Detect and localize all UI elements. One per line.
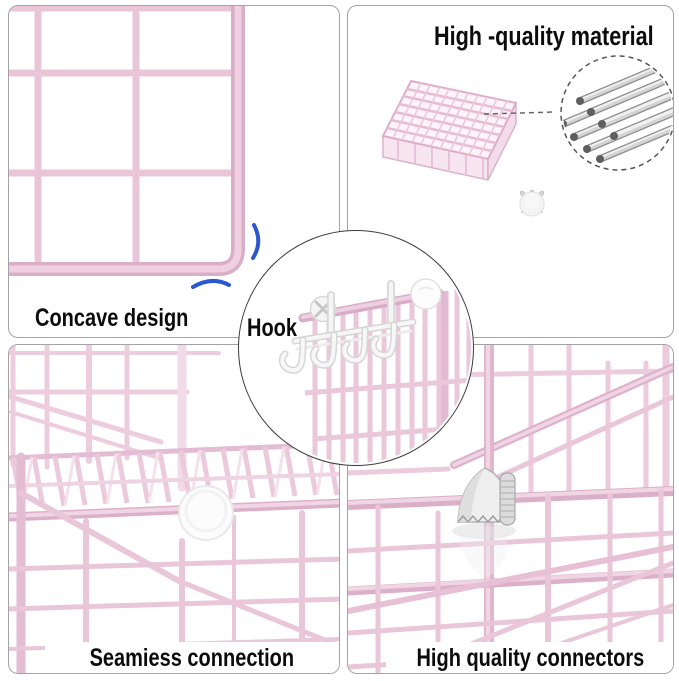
metal-cone-connector <box>452 467 516 578</box>
hook-rack-photo <box>278 278 471 463</box>
seamless-connection-band: Seamiess connection <box>45 642 339 673</box>
connectors-label: High quality connectors <box>416 643 644 672</box>
wire-grid-corner-photo <box>9 6 261 289</box>
panel-connectors: High quality connectors <box>347 344 674 674</box>
connectors-band: High quality connectors <box>386 642 673 673</box>
hook-label: Hook <box>247 314 297 342</box>
seamless-connection-label: Seamiess connection <box>89 643 295 672</box>
white-disc-connector <box>410 278 442 310</box>
hardware-grid <box>518 190 650 322</box>
concave-design-label: Concave design <box>35 304 189 332</box>
panel-concave-design: Concave design <box>8 5 340 338</box>
panel-material: High -quality material <box>347 5 674 338</box>
white-hook-rack <box>278 280 417 374</box>
round-connector-disc <box>178 485 234 541</box>
shelf-and-magnifier-illustration <box>381 55 673 181</box>
dashed-magnifier-circle <box>560 55 673 171</box>
material-title: High -quality material <box>434 21 654 51</box>
blue-emphasis-arcs <box>191 223 261 289</box>
hook-callout-circle: Hook <box>238 230 474 466</box>
callout-dash-line <box>483 111 555 115</box>
wire-shelf-panel <box>381 79 518 181</box>
